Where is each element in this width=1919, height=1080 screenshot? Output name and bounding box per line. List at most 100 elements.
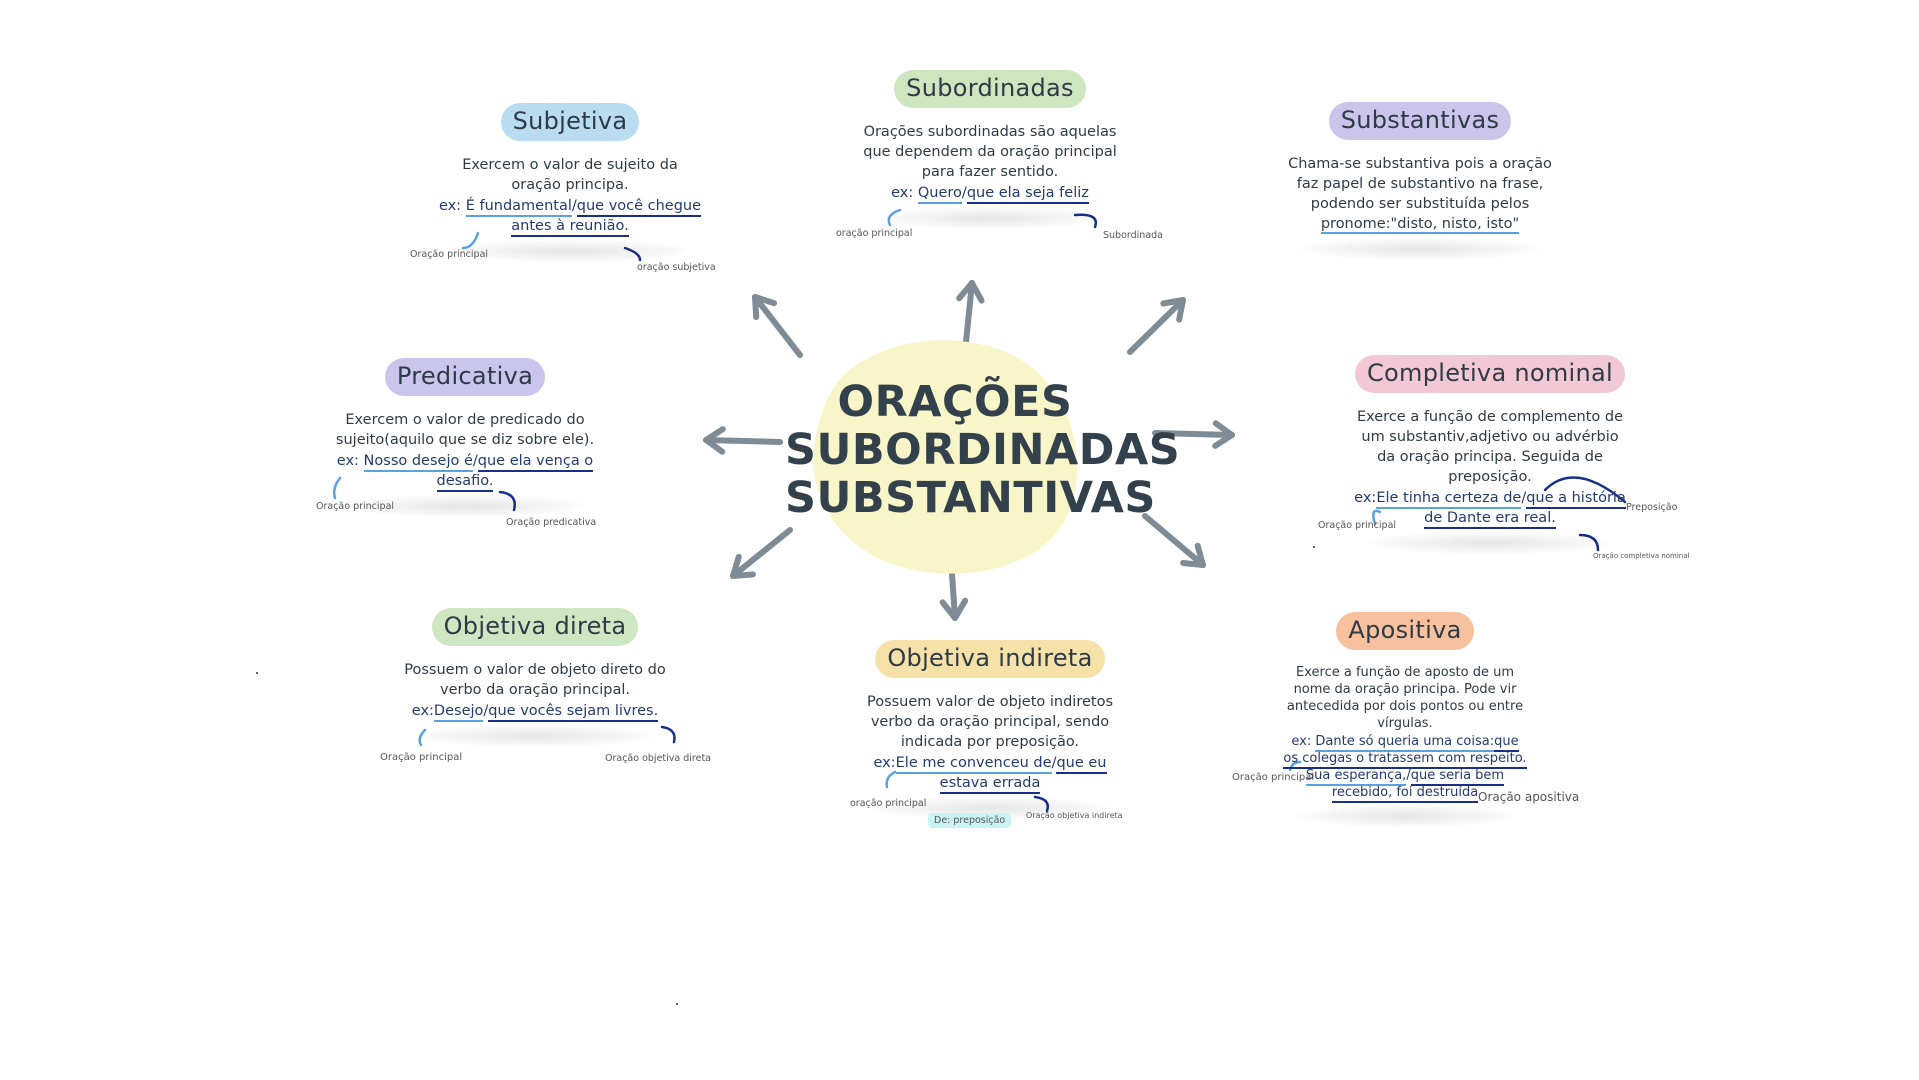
connector-arrow-head	[1212, 420, 1235, 438]
label-apositiva: Oração apositiva	[1478, 790, 1580, 804]
node-objetiva-indireta: Objetiva indireta Possuem valor de objet…	[840, 640, 1140, 819]
example-sub-clause: que a história	[1526, 490, 1626, 509]
node-objetiva-direta-example: ex:Desejo/que vocês sejam livres.	[385, 701, 685, 722]
desc-line: verbo da oração principal, sendo	[870, 714, 1110, 730]
desc-line: Chama-se substantiva pois a oração	[1288, 156, 1552, 172]
example-prefix: ex:	[873, 755, 896, 771]
label-predicativa: Oração predicativa	[506, 517, 597, 528]
connector-arrow-head	[1180, 559, 1206, 568]
connector-arrow-head	[1194, 542, 1206, 568]
connector-arrow-shaft	[730, 527, 793, 579]
stray-dot	[256, 672, 258, 674]
example-main-clause: Ele tinha certeza de	[1376, 490, 1522, 509]
example2-main-clause: Sua esperança,	[1305, 768, 1407, 786]
example-main-clause: É fundamental	[465, 198, 572, 217]
label-subordinada: Subordinada	[1103, 230, 1163, 241]
example-sub-clause: que você chegue	[576, 198, 702, 217]
example-prefix: ex:	[1354, 490, 1377, 506]
label-preposicao: De: preposição	[928, 813, 1012, 828]
connector-arrow-head	[703, 437, 726, 455]
node-objetiva-direta-desc: Possuem o valor de objeto direto do verb…	[385, 660, 685, 700]
example-sub-clause: que	[1494, 734, 1519, 752]
node-apositiva-title: Apositiva	[1336, 612, 1474, 650]
node-substantivas: Substantivas Chama-se substantiva pois a…	[1270, 102, 1570, 260]
connector-arrow-head	[1212, 432, 1235, 449]
pronome-line: pronome:"disto, nisto, isto"	[1320, 216, 1520, 234]
node-predicativa-desc: Exercem o valor de predicado do sujeito(…	[315, 410, 615, 450]
label-principal: oração principal	[836, 228, 913, 239]
label-preposicao: Preposição	[1626, 502, 1678, 513]
connector-arrow-head	[969, 280, 985, 304]
example-main-clause: Quero	[917, 185, 962, 204]
annotation-curl	[660, 725, 676, 744]
label-subjetiva: oração subjetiva	[637, 262, 716, 273]
connector-arrow-head	[752, 294, 778, 307]
center-title-line3: SUBSTANTIVAS	[785, 473, 1156, 523]
node-objetiva-direta: Objetiva direta Possuem o valor de objet…	[385, 608, 685, 747]
node-objetiva-direta-title: Objetiva direta	[431, 608, 639, 646]
desc-line: da oração principa. Seguida de	[1377, 449, 1603, 465]
label-principal: Oração principal	[1318, 520, 1397, 531]
desc-line: Possuem o valor de objeto direto do	[404, 662, 666, 678]
desc-line: Possuem valor de objeto indiretos	[866, 694, 1114, 710]
connector-arrow-head	[730, 571, 756, 579]
node-apositiva-example: ex: Dante só queria uma coisa:que os col…	[1270, 733, 1540, 803]
node-apositiva-desc: Exerce a função de aposto de um nome da …	[1270, 664, 1540, 732]
node-subordinadas: Subordinadas Orações subordinadas são aq…	[850, 70, 1130, 229]
example-sub-clause-2: estava errada	[939, 775, 1041, 794]
example-sub-clause: que eu	[1056, 755, 1107, 774]
example2-sub-clause-2: recebido, foi destruída	[1331, 785, 1479, 803]
connector-arrow-head	[939, 599, 958, 621]
example-sub-clause-2: os colegas o tratassem com respeito.	[1283, 751, 1527, 769]
connector-arrow-shaft	[752, 294, 803, 358]
node-predicativa-example: ex: Nosso desejo é/que ela vença o desaf…	[315, 451, 615, 492]
connector-arrow-head	[1176, 297, 1186, 323]
label-principal: oração principal	[850, 798, 927, 809]
node-subordinadas-example: ex: Quero/que ela seja feliz	[850, 183, 1130, 204]
node-substantivas-desc: Chama-se substantiva pois a oração faz p…	[1270, 154, 1570, 234]
card-shadow	[345, 495, 585, 517]
desc-line: Exercem o valor de predicado do	[345, 412, 585, 428]
node-objetiva-indireta-title: Objetiva indireta	[875, 640, 1105, 678]
connector-arrow-head	[752, 294, 760, 320]
card-shadow	[415, 725, 655, 747]
connector-arrow-shaft	[1142, 513, 1206, 568]
label-principal: Oração principal	[1232, 772, 1315, 783]
example-main-clause: Dante só queria uma coisa:	[1315, 734, 1495, 752]
desc-line: Orações subordinadas são aquelas	[863, 124, 1117, 140]
stray-dot	[676, 1003, 678, 1005]
desc-line: antecedida por dois pontos ou entre	[1286, 699, 1524, 714]
example2-sub-clause: que seria bem	[1410, 768, 1505, 786]
node-objetiva-indireta-desc: Possuem valor de objeto indiretos verbo …	[840, 692, 1140, 752]
example-sub-clause-2: antes à reunião.	[511, 218, 629, 237]
node-subordinadas-title: Subordinadas	[894, 70, 1086, 108]
desc-line: faz papel de substantivo na frase,	[1296, 176, 1544, 192]
example-sub-clause: que vocês sejam livres.	[488, 703, 659, 722]
example-prefix: ex:	[336, 453, 359, 469]
label-principal: Oração principal	[410, 249, 489, 260]
stray-dot	[1313, 546, 1315, 548]
card-shadow	[1297, 805, 1513, 827]
node-subjetiva: Subjetiva Exercem o valor de sujeito da …	[420, 103, 720, 262]
label-objetiva-indireta: Oração objetiva indireta	[1026, 811, 1123, 820]
node-objetiva-indireta-example: ex:Ele me convenceu de/que eu estava err…	[840, 753, 1140, 794]
example-main-clause: Nosso desejo é	[363, 453, 473, 472]
card-shadow	[878, 207, 1102, 229]
node-subordinadas-desc: Orações subordinadas são aquelas que dep…	[850, 122, 1130, 182]
desc-line: para fazer sentido.	[921, 164, 1059, 180]
connector-arrow-head	[703, 426, 726, 443]
card-shadow	[1370, 532, 1610, 554]
center-title-line2: SUBORDINADAS	[785, 425, 1181, 475]
desc-line: nome da oração principa. Pode vir	[1293, 682, 1517, 697]
node-completiva-example: ex:Ele tinha certeza de/que a história d…	[1340, 488, 1640, 529]
example-sub-clause: que ela vença o	[477, 453, 594, 472]
label-completiva: Oração completiva nominal	[1593, 552, 1690, 560]
example-sub-clause-2: de Dante era real.	[1424, 510, 1556, 529]
desc-line: indicada por preposição.	[900, 734, 1080, 750]
example-main-clause: Desejo	[433, 703, 484, 722]
card-shadow	[450, 240, 690, 262]
desc-line: que dependem da oração principal	[863, 144, 1117, 160]
desc-line: um substantiv,adjetivo ou advérbio	[1361, 429, 1619, 445]
connector-arrow-head	[1160, 297, 1186, 307]
node-apositiva: Apositiva Exerce a função de aposto de u…	[1270, 612, 1540, 827]
